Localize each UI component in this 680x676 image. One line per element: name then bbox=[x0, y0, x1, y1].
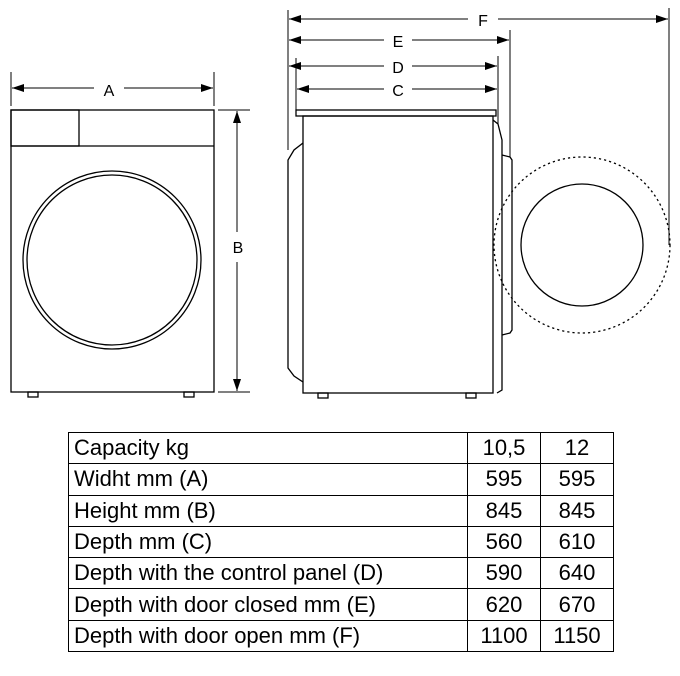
row-value: 560 bbox=[467, 525, 541, 559]
row-value: 845 bbox=[540, 494, 614, 527]
door-inner bbox=[26, 174, 198, 346]
row-value: 620 bbox=[467, 588, 541, 621]
front-body bbox=[10, 109, 215, 393]
row-value: 610 bbox=[540, 525, 614, 559]
table-row: Depth with the control panel (D) 590 640 bbox=[68, 557, 614, 590]
foot-left bbox=[27, 391, 39, 398]
dimension-label-b: B bbox=[233, 240, 244, 257]
dimension-label-d: D bbox=[392, 60, 404, 77]
row-value: 590 bbox=[467, 557, 541, 590]
row-value: 1100 bbox=[467, 619, 541, 653]
row-label: Depth with door closed mm (E) bbox=[68, 588, 468, 621]
table-row: Height mm (B) 845 845 bbox=[68, 494, 614, 527]
side-extension-lines bbox=[287, 8, 670, 245]
dimensions-table: Capacity kg 10,5 12 Widht mm (A) 595 595… bbox=[68, 431, 614, 653]
closed-door-profile bbox=[492, 119, 503, 394]
side-foot-left bbox=[317, 392, 329, 399]
dimension-drawing: A B F E D bbox=[10, 8, 671, 399]
row-value: 845 bbox=[467, 494, 541, 527]
capacity-value: 10,5 bbox=[467, 431, 541, 465]
side-view bbox=[287, 109, 671, 399]
control-panel-bulge bbox=[287, 142, 304, 383]
row-label: Depth with door open mm (F) bbox=[68, 619, 468, 653]
dimension-label-a: A bbox=[104, 83, 115, 100]
front-view bbox=[10, 109, 215, 398]
open-door-window bbox=[520, 183, 644, 307]
table-row: Widht mm (A) 595 595 bbox=[68, 463, 614, 496]
foot-right bbox=[183, 391, 195, 398]
open-door-outline bbox=[493, 156, 671, 334]
table-row: Depth with door open mm (F) 1100 1150 bbox=[68, 619, 614, 653]
table-header-row: Capacity kg 10,5 12 bbox=[68, 431, 614, 465]
row-label: Depth mm (C) bbox=[68, 525, 468, 559]
capacity-label: Capacity kg bbox=[68, 431, 468, 465]
door-hinge-plate bbox=[501, 154, 513, 336]
row-label: Height mm (B) bbox=[68, 494, 468, 527]
door-outer bbox=[22, 170, 202, 350]
table-row: Depth with door closed mm (E) 620 670 bbox=[68, 588, 614, 621]
side-foot-right bbox=[465, 392, 477, 399]
top-panel bbox=[295, 109, 497, 117]
table-row: Depth mm (C) 560 610 bbox=[68, 525, 614, 559]
row-value: 1150 bbox=[540, 619, 614, 653]
detergent-drawer bbox=[10, 109, 80, 147]
capacity-value: 12 bbox=[540, 431, 614, 465]
dimension-label-c: C bbox=[392, 83, 404, 100]
dimension-label-f: F bbox=[478, 13, 488, 30]
row-value: 595 bbox=[540, 463, 614, 496]
dimension-a bbox=[10, 72, 215, 106]
dimension-label-e: E bbox=[393, 34, 404, 51]
row-label: Depth with the control panel (D) bbox=[68, 557, 468, 590]
row-value: 595 bbox=[467, 463, 541, 496]
row-value: 640 bbox=[540, 557, 614, 590]
dimension-b bbox=[218, 109, 250, 393]
row-label: Widht mm (A) bbox=[68, 463, 468, 496]
side-body bbox=[302, 115, 494, 394]
row-value: 670 bbox=[540, 588, 614, 621]
